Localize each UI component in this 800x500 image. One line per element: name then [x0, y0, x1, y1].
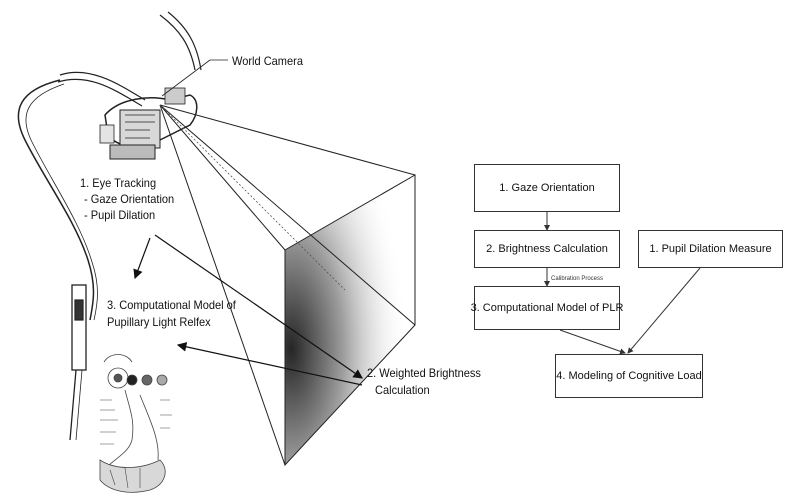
eye-tracking-item-gaze: - Gaze Orientation: [84, 192, 175, 206]
world-camera-leader-line: [161, 59, 211, 97]
field-of-view-frustum: [159, 104, 416, 467]
flow-box-pupil-dilation-measure: 1. Pupil Dilation Measure: [638, 230, 783, 268]
flow-box-gaze-orientation: 1. Gaze Orientation: [474, 164, 620, 212]
weighted-brightness-label-line2: Calculation: [375, 383, 430, 397]
flow-box-brightness-calculation: 2. Brightness Calculation: [474, 230, 620, 268]
eye-tracking-title: 1. Eye Tracking: [80, 176, 157, 190]
flow-arrow-pupil-to-cognitive: [627, 267, 701, 354]
flow-arrow-plr-to-cognitive: [559, 329, 626, 355]
arrow-brightness-to-model: [176, 342, 363, 386]
flow-box-computational-model-plr: 3. Computational Model of PLR: [471, 286, 623, 330]
computational-model-label-line1: 3. Computational Model of: [107, 298, 236, 312]
arrow-eye-tracking-to-brightness: [154, 234, 363, 379]
calibration-process-label: Calibration Process: [551, 276, 604, 282]
eye-anatomy-illustration: [99, 354, 172, 493]
computational-model-label-line2: Pupillary Light Relfex: [107, 315, 211, 329]
weighted-brightness-label-line1: 2. Weighted Brightness: [367, 366, 481, 380]
arrow-eye-tracking-to-model: [133, 237, 151, 280]
world-camera-label: World Camera: [232, 54, 303, 68]
eye-tracking-glasses-illustration: [17, 11, 202, 441]
eye-tracking-item-pupil: - Pupil Dilation: [84, 208, 156, 222]
flow-box-modeling-cognitive-load: 4. Modeling of Cognitive Load: [555, 354, 703, 398]
